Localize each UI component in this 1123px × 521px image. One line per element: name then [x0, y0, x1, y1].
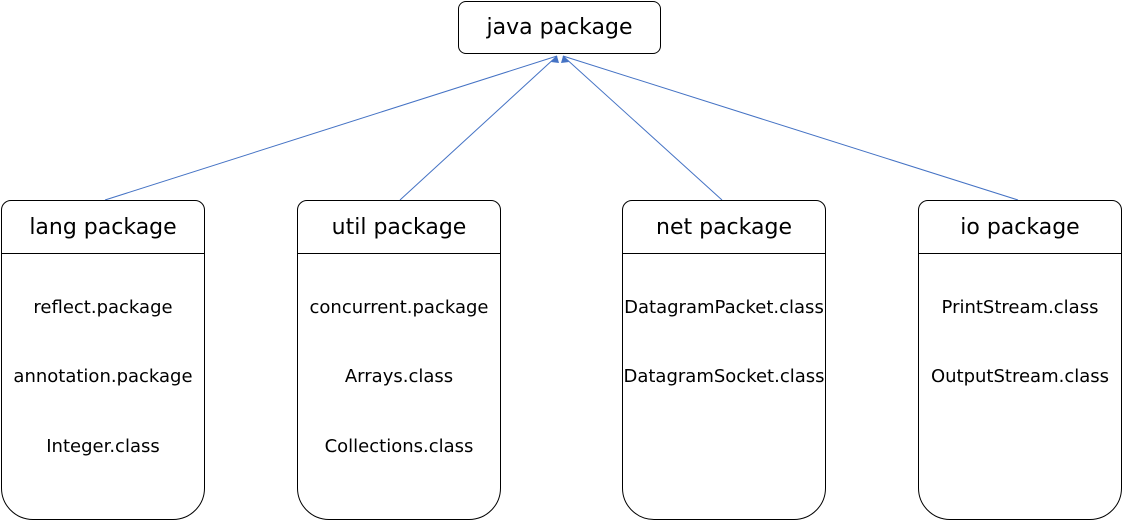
package-header: io package	[919, 201, 1121, 254]
connector-util-to-java	[399, 55, 558, 201]
package-title: lang package	[29, 214, 177, 240]
package-item: annotation.package	[13, 366, 193, 387]
package-net: net package DatagramPacket.class Datagra…	[622, 200, 826, 520]
connector-lang-to-java	[104, 55, 558, 201]
package-util: util package concurrent.package Arrays.c…	[297, 200, 501, 520]
connector-io-to-java	[562, 55, 1019, 201]
package-io: io package PrintStream.class OutputStrea…	[918, 200, 1122, 520]
package-item: Integer.class	[46, 436, 160, 457]
package-item: Arrays.class	[344, 366, 454, 387]
package-item: DatagramSocket.class	[623, 366, 825, 387]
package-header: net package	[623, 201, 825, 254]
arrowhead-left	[551, 56, 559, 63]
package-title: net package	[656, 214, 792, 240]
arrowhead-right	[561, 56, 569, 63]
package-item: Collections.class	[324, 436, 474, 457]
package-item: PrintStream.class	[941, 297, 1099, 318]
package-item: concurrent.package	[309, 297, 489, 318]
package-header: util package	[298, 201, 500, 254]
package-header: lang package	[2, 201, 204, 254]
connector-net-to-java	[562, 55, 723, 201]
package-title: util package	[331, 214, 467, 240]
root-package-box: java package	[458, 1, 661, 54]
package-item: OutputStream.class	[930, 366, 1110, 387]
package-lang: lang package reflect.package annotation.…	[1, 200, 205, 520]
package-title: io package	[960, 214, 1080, 240]
root-package-label: java package	[486, 15, 633, 40]
package-item: DatagramPacket.class	[624, 297, 824, 318]
package-item: reflect.package	[33, 297, 173, 318]
